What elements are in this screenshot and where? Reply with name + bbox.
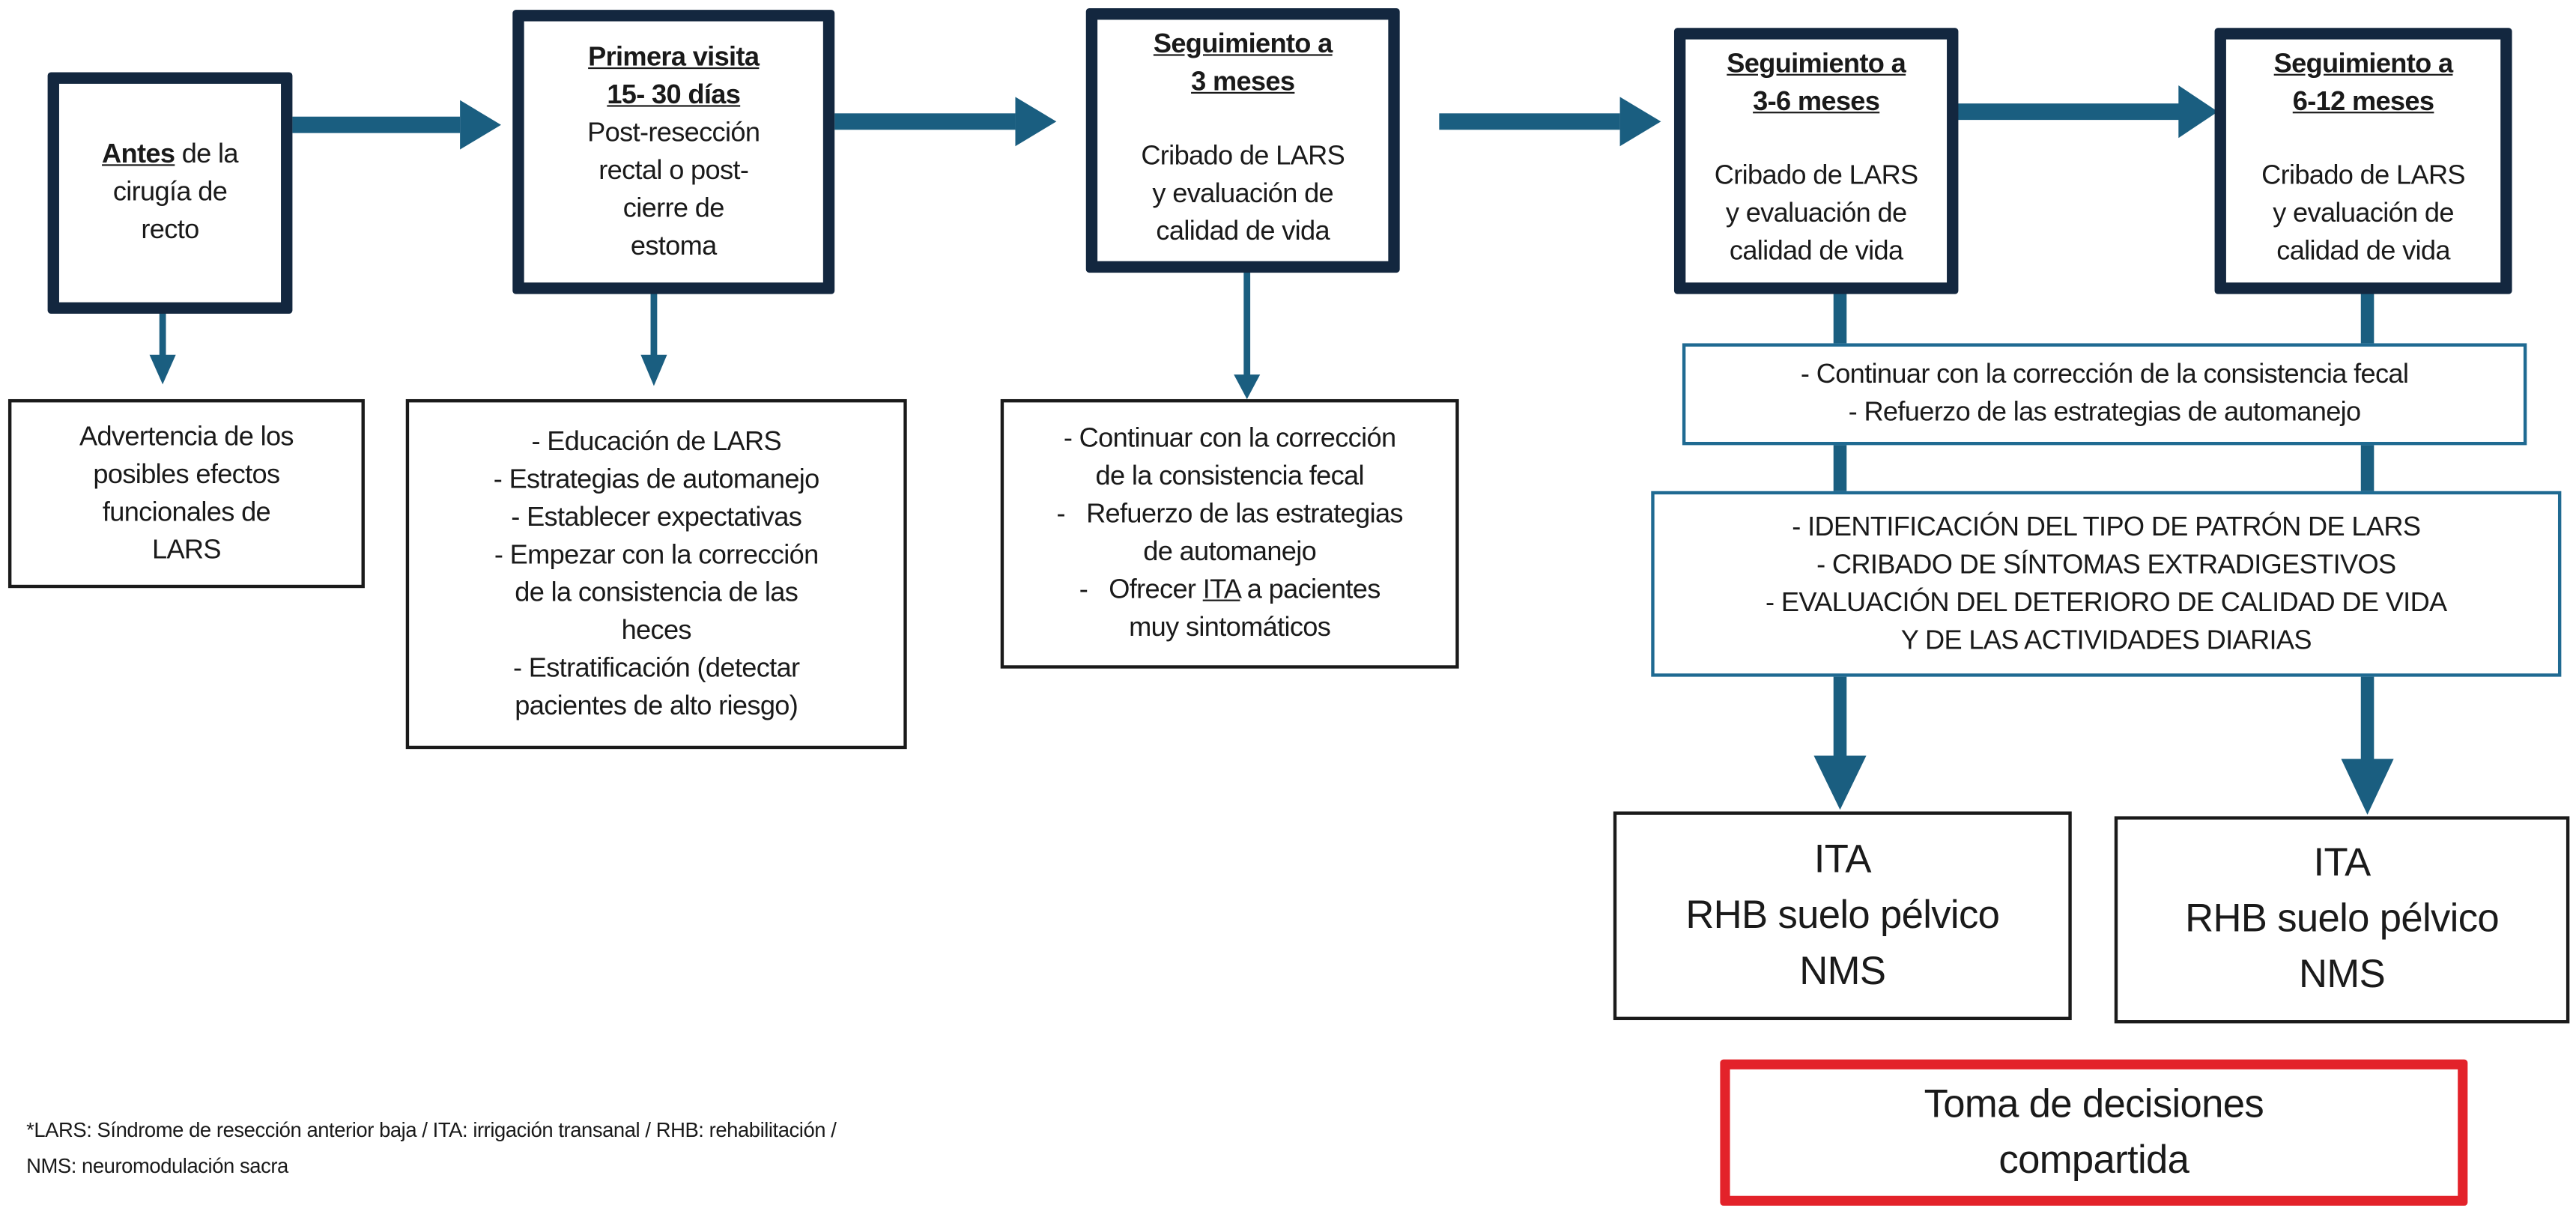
arrow-right-4: [1957, 85, 2218, 139]
action-text: - Empezar con la corrección: [494, 539, 819, 569]
action-text: Y DE LAS ACTIVIDADES DIARIAS: [1900, 625, 2312, 655]
treatment-text: ITA: [1813, 837, 1872, 881]
treatment-text: RHB suelo pélvico: [2185, 896, 2500, 941]
action-text: - Estratificación (detectar: [512, 652, 800, 683]
footnote-line-2: NMS: neuromodulación sacra: [26, 1154, 288, 1178]
arrow-down-1: [149, 312, 176, 385]
stage-text: y evaluación de: [2273, 198, 2454, 228]
action-text: posibles efectos: [93, 459, 280, 489]
treatment-box-6-12: ITA RHB suelo pélvico NMS: [2114, 816, 2570, 1024]
treatment-text: NMS: [1799, 948, 1886, 993]
stage-6-12-months: Seguimiento a 6-12 meses Cribado de LARS…: [2214, 28, 2512, 294]
treatment-text: ITA: [2313, 840, 2372, 886]
action-text: a pacientes: [1240, 574, 1381, 605]
action-text: muy sintomáticos: [1129, 613, 1331, 643]
arrow-right-3: [1439, 97, 1661, 147]
stage-subtitle: 15- 30 días: [607, 79, 741, 109]
stage-text: Post-resección: [587, 117, 760, 148]
stage-text: y evaluación de: [1725, 198, 1907, 228]
arrow-down-2: [640, 292, 667, 386]
stage-text: y evaluación de: [1152, 179, 1334, 209]
stage-title: Seguimiento a: [1727, 49, 1906, 79]
stage-3-months: Seguimiento a 3 meses Cribado de LARS y …: [1085, 7, 1400, 273]
stage-text: Cribado de LARS: [1714, 160, 1918, 191]
action-text: funcionales de: [102, 497, 271, 526]
action-text: - Ofrecer: [1079, 574, 1203, 605]
treatment-text: NMS: [2299, 953, 2386, 998]
stage-text: Cribado de LARS: [2261, 160, 2465, 191]
action-text-ita: ITA: [1202, 574, 1240, 605]
decision-text: Toma de decisiones: [1924, 1081, 2264, 1126]
action-text: - Refuerzo de las estrategias: [1056, 499, 1403, 529]
stage-text: estoma: [630, 231, 717, 261]
action-shared-continue: - Continuar con la corrección de la cons…: [1682, 343, 2527, 446]
treatment-text: RHB suelo pélvico: [1685, 893, 2000, 938]
stage-subtitle: 3 meses: [1191, 67, 1295, 97]
action-text: LARS: [151, 534, 222, 565]
treatment-box-3-6: ITA RHB suelo pélvico NMS: [1613, 811, 2072, 1021]
stage-subtitle: 3-6 meses: [1753, 87, 1880, 117]
arrow-down-3: [1234, 270, 1261, 399]
action-first-visit: - Educación de LARS - Estrategias de aut…: [405, 398, 907, 750]
stage-title: Antes: [102, 139, 175, 169]
arrow-right-2: [834, 97, 1057, 147]
action-text: pacientes de alto riesgo): [515, 691, 798, 720]
footnote-line-1: *LARS: Síndrome de resección anterior ba…: [26, 1118, 837, 1142]
stage-text: recto: [141, 215, 199, 245]
action-text: - Continuar con la corrección de la cons…: [1800, 359, 2409, 389]
action-text: - EVALUACIÓN DEL DETERIORO DE CALIDAD DE…: [1766, 587, 2447, 617]
connector-6-12: [2341, 292, 2394, 815]
stage-title: Primera visita: [588, 41, 760, 72]
stage-title: Seguimiento a: [2273, 49, 2453, 79]
connector-3-6: [1813, 292, 1867, 810]
action-text: Advertencia de los: [79, 421, 294, 452]
stage-first-visit: Primera visita 15- 30 días Post-resecció…: [512, 10, 835, 294]
stage-subtitle: 6-12 meses: [2292, 87, 2434, 117]
stage-text: cirugía de: [112, 177, 228, 207]
stage-text: calidad de vida: [1729, 236, 1903, 267]
action-shared-assessment: - IDENTIFICACIÓN DEL TIPO DE PATRÓN DE L…: [1651, 491, 2562, 677]
stage-3-6-months: Seguimiento a 3-6 meses Cribado de LARS …: [1673, 28, 1959, 294]
stage-text: de la: [175, 139, 239, 169]
arrow-right-1: [292, 100, 501, 150]
stage-before-surgery: Antes de la cirugía de recto: [47, 72, 293, 314]
action-text: - Refuerzo de las estrategias de automan…: [1848, 397, 2362, 428]
stage-text: calidad de vida: [2276, 236, 2450, 267]
decision-text: compartida: [1998, 1137, 2189, 1183]
stage-text: Cribado de LARS: [1141, 141, 1345, 172]
stage-text: rectal o post-: [598, 155, 749, 185]
action-text: - IDENTIFICACIÓN DEL TIPO DE PATRÓN DE L…: [1792, 512, 2421, 541]
action-text: - Educación de LARS: [531, 426, 781, 456]
action-text: de automanejo: [1143, 537, 1317, 567]
action-text: heces: [621, 615, 692, 645]
action-before-surgery: Advertencia de los posibles efectos func…: [7, 398, 365, 589]
action-text: - Establecer expectativas: [511, 502, 802, 532]
shared-decision-box: Toma de decisiones compartida: [1720, 1059, 2468, 1206]
stage-title: Seguimiento a: [1153, 29, 1333, 59]
action-text: - Estrategias de automanejo: [493, 464, 820, 494]
stage-text: cierre de: [622, 192, 725, 223]
action-text: - Continuar con la corrección: [1063, 423, 1396, 454]
stage-text: calidad de vida: [1156, 216, 1330, 246]
action-text: de la consistencia fecal: [1095, 461, 1364, 491]
action-3-months: - Continuar con la corrección de la cons…: [1000, 398, 1459, 669]
action-text: - CRIBADO DE SÍNTOMAS EXTRADIGESTIVOS: [1816, 549, 2396, 580]
action-text: de la consistencia de las: [515, 577, 798, 607]
